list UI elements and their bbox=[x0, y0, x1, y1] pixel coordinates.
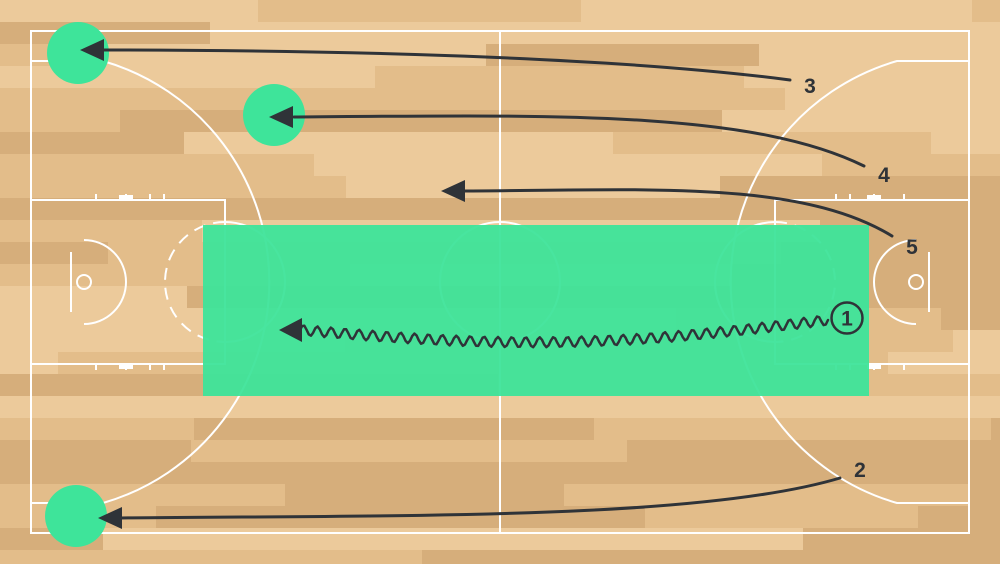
player-3-label: 3 bbox=[804, 75, 816, 98]
wood-plank bbox=[613, 132, 931, 154]
player-labels: 1 2 3 4 5 bbox=[804, 75, 918, 482]
target-spot-bottom-corner bbox=[45, 485, 107, 547]
route-player-3 bbox=[98, 48, 792, 82]
player-4-label: 4 bbox=[878, 164, 890, 187]
wood-plank bbox=[759, 44, 1000, 66]
wood-plank bbox=[785, 88, 1000, 110]
block-mark bbox=[867, 364, 881, 369]
wood-plank bbox=[422, 550, 742, 564]
wood-plank bbox=[0, 440, 191, 462]
wood-plank bbox=[191, 440, 627, 462]
route-player-4 bbox=[292, 114, 866, 168]
wood-plank bbox=[822, 154, 1000, 176]
wood-plank bbox=[258, 0, 581, 22]
restricted-area-left bbox=[83, 239, 127, 325]
wood-plank bbox=[742, 550, 1000, 564]
wood-plank bbox=[265, 462, 729, 484]
wood-plank bbox=[627, 440, 1000, 462]
wood-plank bbox=[968, 484, 1000, 506]
wood-plank bbox=[184, 132, 613, 154]
wood-plank bbox=[0, 132, 184, 154]
wood-plank bbox=[0, 462, 265, 484]
wood-plank bbox=[991, 418, 1000, 440]
wood-plank bbox=[729, 462, 1000, 484]
block-mark bbox=[119, 195, 133, 200]
wood-plank bbox=[774, 198, 1000, 220]
wood-plank bbox=[314, 154, 822, 176]
wood-plank bbox=[0, 220, 202, 242]
rim-left bbox=[76, 274, 92, 290]
block-mark bbox=[119, 364, 133, 369]
player-1-circle bbox=[830, 301, 864, 335]
wood-plank bbox=[210, 22, 640, 44]
wood-plank bbox=[0, 352, 58, 374]
arrowhead-player-3 bbox=[80, 39, 104, 61]
player-1-label: 1 bbox=[841, 308, 853, 331]
wood-plank bbox=[953, 330, 1000, 352]
wood-plank bbox=[581, 0, 972, 22]
rim-right bbox=[908, 274, 924, 290]
wood-plank bbox=[103, 528, 406, 550]
wood-plank bbox=[0, 286, 187, 308]
wood-plank bbox=[972, 0, 1000, 22]
player-5-label: 5 bbox=[906, 236, 918, 259]
wood-plank bbox=[0, 176, 346, 198]
wood-plank bbox=[466, 396, 743, 418]
block-mark bbox=[867, 195, 881, 200]
wood-plank bbox=[465, 88, 785, 110]
wood-plank bbox=[0, 418, 194, 440]
wood-plank bbox=[803, 528, 1000, 550]
free-throw-arc-dashed-left bbox=[164, 221, 226, 343]
wood-plank bbox=[744, 66, 1000, 88]
wood-plank bbox=[285, 484, 564, 506]
route-player-5 bbox=[461, 188, 894, 238]
wood-plank bbox=[594, 418, 991, 440]
wood-plank bbox=[486, 44, 759, 66]
route-player-2 bbox=[119, 476, 842, 520]
wood-plank bbox=[0, 242, 108, 264]
wood-plank bbox=[0, 550, 115, 564]
wood-plank bbox=[0, 154, 314, 176]
wood-plank bbox=[0, 110, 120, 132]
wood-plank bbox=[194, 418, 594, 440]
wood-plank bbox=[400, 110, 722, 132]
wood-plank bbox=[944, 374, 1000, 396]
wood-plank bbox=[346, 176, 720, 198]
target-spot-top-corner bbox=[47, 22, 109, 84]
player-2-label: 2 bbox=[854, 459, 866, 482]
wood-plank bbox=[406, 528, 803, 550]
wood-plank bbox=[0, 374, 151, 396]
arrowhead-player-2 bbox=[98, 507, 122, 529]
wood-plank bbox=[941, 308, 1000, 330]
wood-plank bbox=[291, 198, 774, 220]
wood-plank bbox=[931, 132, 1000, 154]
arrowhead-player-1 bbox=[279, 318, 302, 342]
wood-plank bbox=[115, 550, 422, 564]
wood-plank bbox=[722, 110, 1000, 132]
route-player-1-dribble bbox=[298, 315, 830, 349]
arrowhead-player-5 bbox=[441, 180, 465, 202]
wood-plank bbox=[0, 198, 291, 220]
player-routes bbox=[80, 39, 894, 529]
highlight-zone bbox=[203, 225, 869, 396]
wood-plank bbox=[0, 88, 465, 110]
wood-plank bbox=[720, 176, 1000, 198]
wood-plank bbox=[375, 66, 744, 88]
restricted-area-right bbox=[873, 239, 917, 325]
wood-plank bbox=[0, 0, 258, 22]
wood-plank bbox=[743, 396, 1000, 418]
wood-plank bbox=[918, 506, 1000, 528]
arrowhead-player-4 bbox=[269, 106, 293, 128]
wood-plank bbox=[645, 506, 918, 528]
wood-plank bbox=[640, 22, 1000, 44]
